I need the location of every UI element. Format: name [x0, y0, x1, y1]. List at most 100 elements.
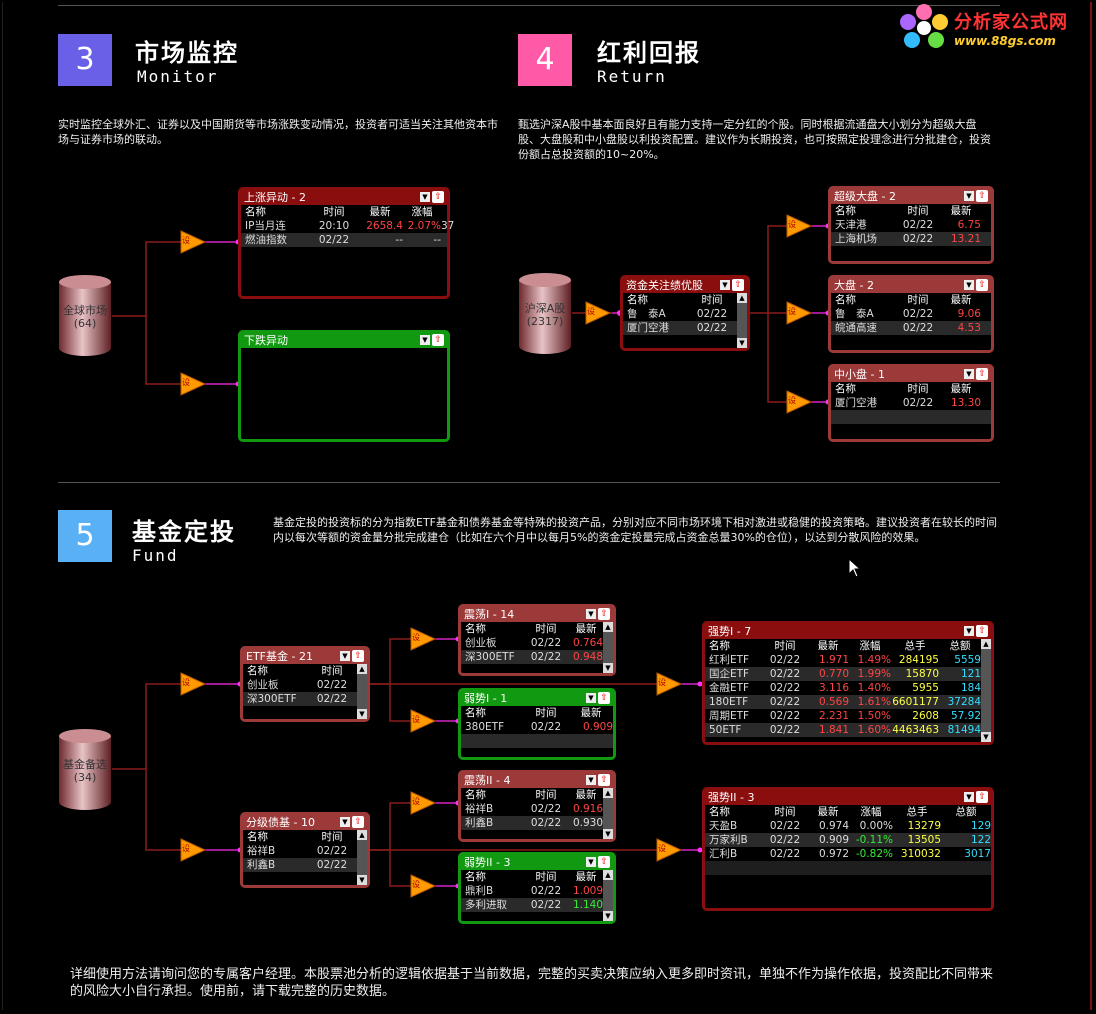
col-header[interactable]: 名称 — [465, 789, 486, 801]
filter-node[interactable]: 设 — [180, 672, 207, 696]
up-arrow-icon[interactable]: ⇧ — [598, 692, 610, 704]
vertical-scrollbar[interactable]: ▲▼ — [737, 293, 747, 348]
col-header[interactable]: 最新 — [817, 806, 839, 818]
col-header[interactable]: 涨幅 — [860, 806, 882, 818]
scroll-down-icon[interactable]: ▼ — [357, 875, 367, 885]
col-header[interactable]: 名称 — [245, 206, 266, 218]
dropdown-icon[interactable]: ▼ — [586, 775, 596, 785]
up-arrow-icon[interactable]: ⇧ — [598, 774, 610, 786]
col-header[interactable]: 时间 — [321, 831, 343, 843]
up-arrow-icon[interactable]: ⇧ — [732, 279, 744, 291]
vertical-scrollbar[interactable]: ▲▼ — [603, 870, 613, 921]
col-header[interactable]: 时间 — [321, 665, 343, 677]
dropdown-icon[interactable]: ▼ — [586, 609, 596, 619]
col-header[interactable]: 最新 — [575, 871, 597, 883]
filter-node[interactable]: 设 — [656, 838, 683, 862]
col-header[interactable]: 名称 — [247, 665, 268, 677]
col-header[interactable]: 涨幅 — [411, 206, 433, 218]
filter-node[interactable]: 设 — [786, 390, 813, 414]
scroll-up-icon[interactable]: ▲ — [357, 664, 367, 674]
col-header[interactable]: 最新 — [950, 294, 972, 306]
scroll-up-icon[interactable]: ▲ — [357, 830, 367, 840]
cylinder-fund-candidates[interactable]: 基金备选(34) — [58, 728, 112, 812]
col-header[interactable]: 最新 — [575, 789, 597, 801]
panel-down-alert[interactable]: 下跌异动 ▼⇧ — [238, 330, 450, 442]
scroll-up-icon[interactable]: ▲ — [603, 622, 613, 632]
dropdown-icon[interactable]: ▼ — [340, 817, 350, 827]
up-arrow-icon[interactable]: ⇧ — [976, 368, 988, 380]
filter-node[interactable]: 设 — [410, 874, 437, 898]
col-header[interactable]: 名称 — [835, 383, 856, 395]
vertical-scrollbar[interactable]: ▲▼ — [357, 664, 367, 719]
up-arrow-icon[interactable]: ⇧ — [976, 625, 988, 637]
dropdown-icon[interactable]: ▼ — [586, 857, 596, 867]
filter-node[interactable]: 设 — [410, 709, 437, 733]
col-header[interactable]: 时间 — [535, 789, 557, 801]
vertical-scrollbar[interactable]: ▲▼ — [603, 788, 613, 839]
col-header[interactable]: 名称 — [709, 806, 730, 818]
filter-node[interactable]: 设 — [180, 230, 207, 254]
scroll-up-icon[interactable]: ▲ — [603, 788, 613, 798]
vertical-scrollbar[interactable]: ▲▼ — [603, 622, 613, 673]
filter-node[interactable]: 设 — [180, 372, 207, 396]
filter-node[interactable]: 设 — [585, 301, 612, 325]
filter-node[interactable]: 设 — [786, 301, 813, 325]
col-header[interactable]: 时间 — [535, 871, 557, 883]
up-arrow-icon[interactable]: ⇧ — [598, 608, 610, 620]
up-arrow-icon[interactable]: ⇧ — [432, 334, 444, 346]
scroll-up-icon[interactable]: ▲ — [603, 870, 613, 880]
scroll-down-icon[interactable]: ▼ — [981, 732, 991, 742]
col-header[interactable]: 总手 — [906, 806, 928, 818]
col-header[interactable]: 总额 — [949, 640, 971, 652]
up-arrow-icon[interactable]: ⇧ — [352, 650, 364, 662]
dropdown-icon[interactable]: ▼ — [964, 369, 974, 379]
col-header[interactable]: 名称 — [709, 640, 730, 652]
dropdown-icon[interactable]: ▼ — [586, 693, 596, 703]
col-header[interactable]: 总手 — [904, 640, 926, 652]
col-header[interactable]: 名称 — [627, 294, 648, 306]
filter-node[interactable]: 设 — [656, 672, 683, 696]
col-header[interactable]: 时间 — [323, 206, 345, 218]
scroll-up-icon[interactable]: ▲ — [981, 639, 991, 649]
col-header[interactable]: 时间 — [535, 623, 557, 635]
col-header[interactable]: 名称 — [835, 205, 856, 217]
up-arrow-icon[interactable]: ⇧ — [976, 279, 988, 291]
col-header[interactable]: 名称 — [247, 831, 268, 843]
dropdown-icon[interactable]: ▼ — [340, 651, 350, 661]
scroll-down-icon[interactable]: ▼ — [737, 338, 747, 348]
dropdown-icon[interactable]: ▼ — [720, 280, 730, 290]
col-header[interactable]: 名称 — [835, 294, 856, 306]
col-header[interactable]: 名称 — [465, 707, 486, 719]
col-header[interactable]: 最新 — [580, 707, 602, 719]
